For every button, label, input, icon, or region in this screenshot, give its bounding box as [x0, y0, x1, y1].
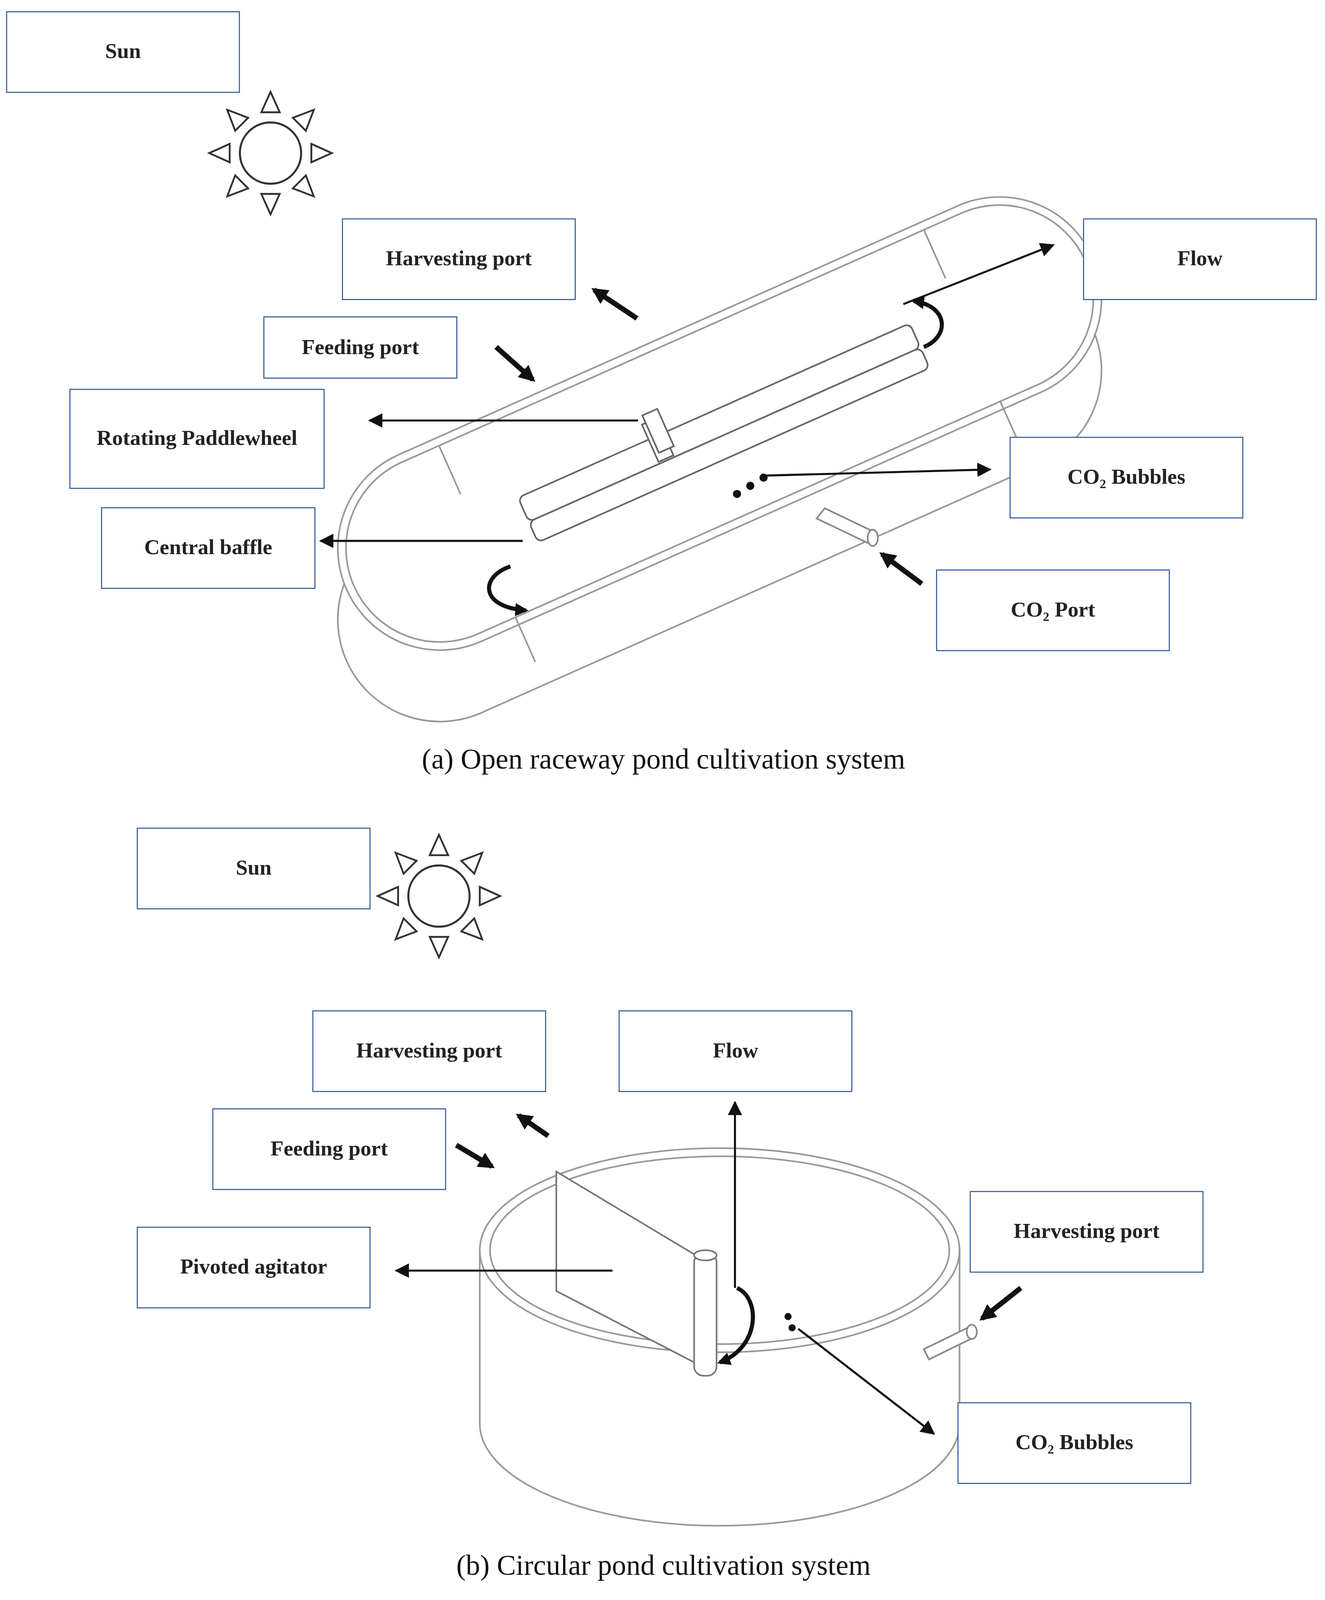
port-arrow: [456, 1115, 1021, 1319]
circular-pond: [479, 1148, 977, 1527]
sun-ray: [479, 887, 501, 906]
box-label: Feeding port: [301, 327, 419, 369]
label-box: Pivoted agitator: [136, 1226, 371, 1309]
panel-caption: (a) Open raceway pond cultivation system: [421, 743, 906, 776]
sun-ray: [209, 144, 230, 163]
label-box: Harvesting port: [312, 1010, 547, 1093]
sun-ray: [461, 852, 483, 874]
label-box: Rotating Paddlewheel: [69, 388, 325, 490]
label-box: Sun: [136, 827, 371, 910]
label-box: Feeding port: [212, 1108, 447, 1191]
box-label: CO₂ Bubbles: [1015, 1423, 1133, 1464]
box-label: Sun: [235, 848, 272, 890]
label-box: Flow: [618, 1010, 853, 1093]
panel-caption: (b) Circular pond cultivation system: [456, 1549, 871, 1583]
port-arrow: [496, 289, 923, 584]
box-label: Feeding port: [270, 1128, 388, 1170]
sun-ray: [377, 887, 399, 906]
leader-line: [396, 1102, 935, 1435]
box-label: Harvesting port: [1013, 1211, 1160, 1253]
sun-ray: [395, 918, 417, 940]
co2-bubbles: [732, 473, 768, 499]
box-label: Flow: [712, 1030, 758, 1072]
co2-bubbles: [784, 1313, 796, 1332]
box-label: CO₂ Port: [1010, 589, 1096, 631]
sun-symbol: [209, 92, 332, 215]
label-box: CO₂ Bubbles: [957, 1402, 1192, 1485]
flow-arrow: [719, 1288, 753, 1363]
sun-ray: [429, 835, 449, 856]
label-box: CO₂ Bubbles: [1009, 436, 1244, 519]
box-label: CO₂ Bubbles: [1067, 457, 1186, 499]
sun-ray: [261, 92, 280, 113]
sun-ray: [461, 918, 483, 940]
sun-ray: [292, 175, 314, 197]
sun-ray: [429, 937, 449, 958]
flow-arrow: [489, 566, 526, 611]
label-box: Sun: [6, 11, 240, 93]
label-box: Harvesting port: [342, 218, 576, 301]
sun-ray: [311, 144, 332, 163]
label-box: CO₂ Port: [936, 569, 1170, 652]
box-label: Pivoted agitator: [180, 1247, 327, 1289]
sun-ray: [292, 109, 314, 131]
box-label: Rotating Paddlewheel: [96, 418, 298, 460]
box-label: Central baffle: [144, 527, 273, 569]
box-label: Harvesting port: [356, 1030, 503, 1072]
label-box: Harvesting port: [969, 1191, 1204, 1273]
sun-ray: [395, 852, 417, 874]
sun-ray: [227, 175, 249, 197]
flow-arrow: [913, 300, 943, 347]
box-label: Flow: [1177, 238, 1223, 280]
label-box: Flow: [1082, 218, 1317, 301]
sun-ray: [227, 109, 249, 131]
label-box: Central baffle: [101, 507, 316, 590]
label-box: Feeding port: [263, 316, 458, 379]
sun-symbol: [377, 835, 501, 958]
box-label: Harvesting port: [385, 238, 532, 280]
sun-ray: [261, 194, 280, 215]
box-label: Sun: [105, 31, 141, 73]
